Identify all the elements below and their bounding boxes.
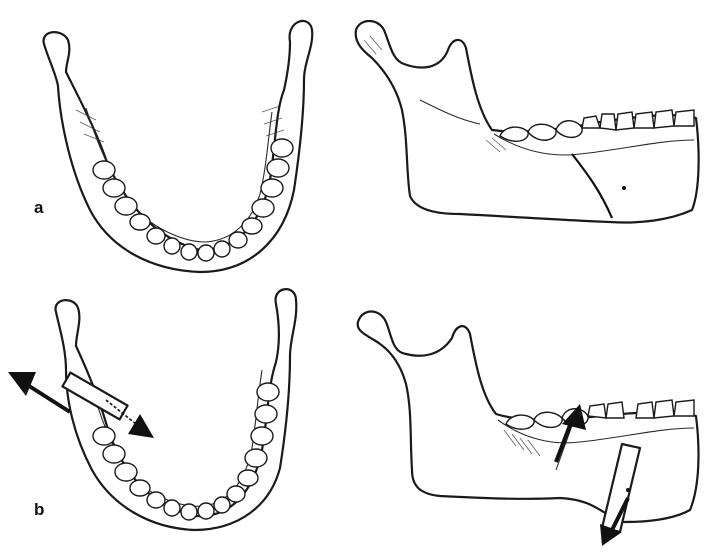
panel-a-occlusal-mandible [44, 21, 313, 272]
panel-label-b: b [34, 500, 44, 520]
panel-b-occlusal-mandible [8, 289, 296, 530]
panel-label-a: a [34, 198, 43, 218]
panel-b-lateral-mandible [358, 312, 699, 547]
panel-a-lateral-mandible [356, 21, 699, 223]
displacement-arrow-posterior [8, 372, 70, 412]
